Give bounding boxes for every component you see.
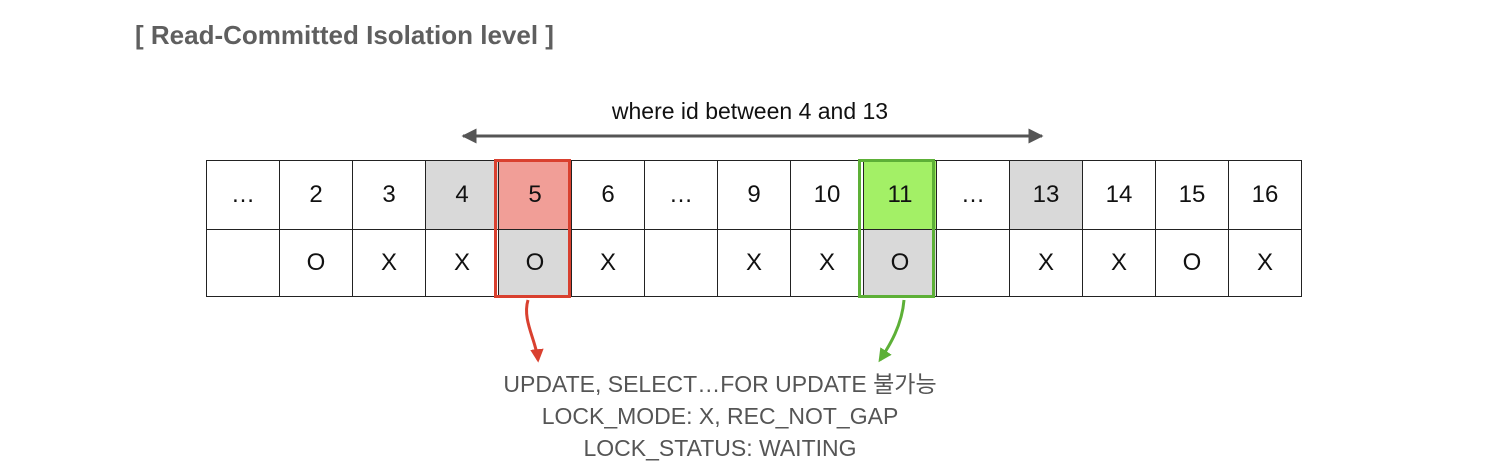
diagram-title: [ Read-Committed Isolation level ] [135,20,554,50]
record-id-cell: 15 [1156,161,1229,230]
blocked-record-highlight [494,159,571,298]
lock-note-mode: LOCK_MODE: X, REC_NOT_GAP [541,403,899,429]
record-mark-cell: X [353,230,426,297]
record-id-cell: 14 [1083,161,1156,230]
record-id-cell: 13 [1010,161,1083,230]
record-id-cell: 5 [499,161,572,230]
record-mark-cell [937,230,1010,297]
record-id-cell: … [645,161,718,230]
record-mark-cell: O [280,230,353,297]
record-mark-cell: O [1156,230,1229,297]
record-id-cell: 4 [426,161,499,230]
record-mark-cell: X [791,230,864,297]
record-id-cell: 6 [572,161,645,230]
range-label: where id between 4 and 13 [611,98,889,124]
lock-note-operations: UPDATE, SELECT…FOR UPDATE 불가능 [503,371,937,397]
record-id-cell: 16 [1229,161,1302,230]
record-id-cell: 3 [353,161,426,230]
allowed-record-highlight [858,159,935,298]
record-id-cell: 9 [718,161,791,230]
record-mark-cell: X [1083,230,1156,297]
blocked-pointer-arrow [525,299,544,363]
record-id-cell: 11 [864,161,937,230]
record-mark-cell: O [864,230,937,297]
lock-notes: UPDATE, SELECT…FOR UPDATE 불가능 LOCK_MODE:… [420,368,1020,464]
record-mark-cell: X [1010,230,1083,297]
record-mark-cell [645,230,718,297]
record-id-cell: … [207,161,280,230]
record-mark-cell: X [1229,230,1302,297]
record-id-cell: 10 [791,161,864,230]
record-mark-cell: X [572,230,645,297]
lock-note-status: LOCK_STATUS: WAITING [583,435,857,461]
record-id-cell: … [937,161,1010,230]
record-mark-cell [207,230,280,297]
record-mark-cell: X [426,230,499,297]
allowed-pointer-arrow [878,299,906,363]
record-mark-cell: O [499,230,572,297]
record-mark-cell: X [718,230,791,297]
record-id-cell: 2 [280,161,353,230]
